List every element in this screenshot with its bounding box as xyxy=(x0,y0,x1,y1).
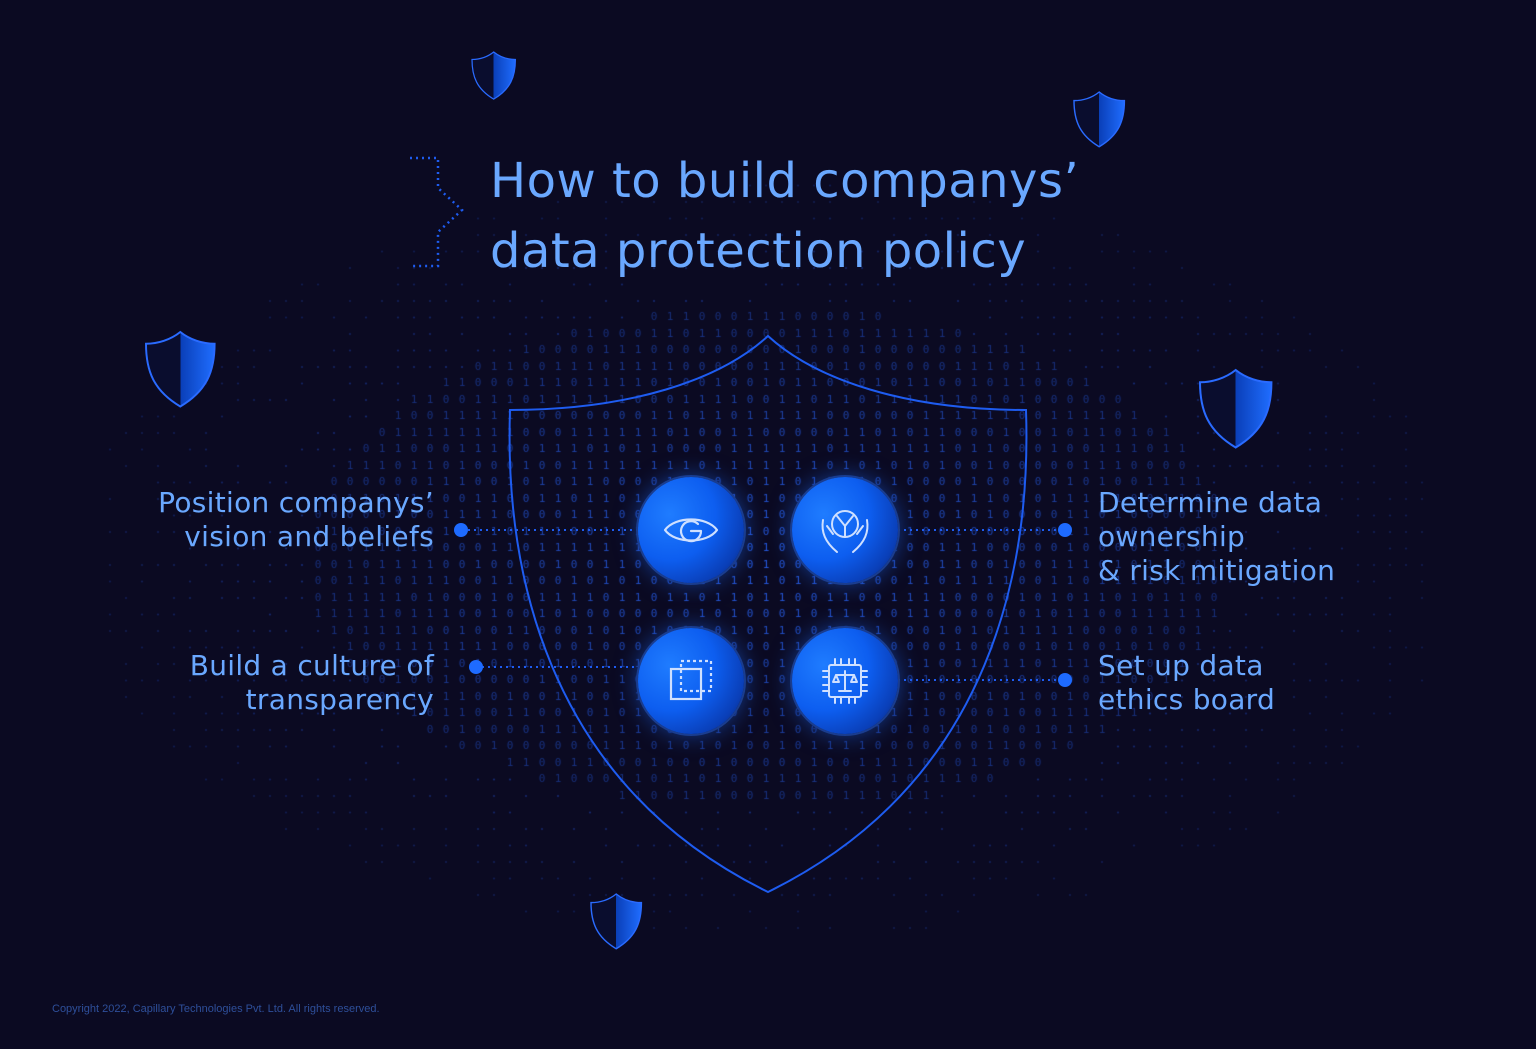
node-ethics-board xyxy=(792,628,898,734)
title-line-1: How to build companys’ xyxy=(490,153,1080,209)
shield-icon xyxy=(145,330,216,408)
shield-icon xyxy=(1198,368,1273,449)
transparent-square-icon xyxy=(669,659,713,701)
step-label-line: Position companys’ xyxy=(158,486,434,519)
node-transparency xyxy=(638,628,744,734)
eye-icon xyxy=(663,518,719,543)
step-label-line: Set up data xyxy=(1098,649,1264,682)
step-label-transparency: Build a culture of transparency xyxy=(190,649,434,717)
page-title: How to build companys’ data protection p… xyxy=(490,146,1079,286)
step-label-ownership: Determine data ownership & risk mitigati… xyxy=(1098,486,1335,588)
step-label-ethics-board: Set up data ethics board xyxy=(1098,649,1275,717)
title-bracket xyxy=(410,156,464,268)
step-label-line: transparency xyxy=(245,683,434,716)
node-vision xyxy=(638,477,744,583)
title-line-2: data protection policy xyxy=(490,223,1027,279)
step-label-line: Build a culture of xyxy=(189,649,434,682)
shield-icon xyxy=(590,893,643,950)
step-label-line: vision and beliefs xyxy=(184,520,434,553)
large-shield-outline xyxy=(508,334,1028,894)
shield-icon xyxy=(1073,91,1126,148)
step-label-vision: Position companys’ vision and beliefs xyxy=(158,486,434,554)
shield-icon xyxy=(471,51,517,100)
hands-holding-icon xyxy=(821,510,869,553)
step-label-line: & risk mitigation xyxy=(1098,554,1336,587)
connector-dot xyxy=(454,523,468,537)
chip-scales-icon xyxy=(822,658,868,704)
node-ownership xyxy=(792,477,898,583)
connector-dot xyxy=(469,660,483,674)
connector-dot xyxy=(1058,523,1072,537)
step-label-line: ownership xyxy=(1098,520,1246,553)
step-label-line: ethics board xyxy=(1098,683,1276,716)
connector-dot xyxy=(1058,673,1072,687)
step-label-line: Determine data xyxy=(1098,486,1323,519)
copyright-notice: Copyright 2022, Capillary Technologies P… xyxy=(52,1003,380,1015)
